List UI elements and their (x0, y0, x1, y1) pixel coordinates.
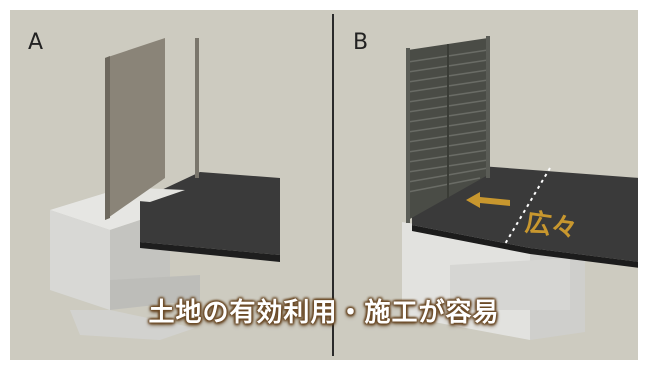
diagram-scene: 広々 (50, 36, 638, 340)
panel-a-ground-surface (140, 172, 280, 255)
panel-a-footing-side (110, 275, 200, 310)
panel-a-label: A (28, 30, 44, 55)
diagram-frame: 広々 A B 土地の有効利用・施工が容易 (10, 10, 638, 360)
panel-b-widen-arrow (466, 192, 510, 208)
panel-a-fence-edge (105, 56, 110, 220)
panel-b-dotted-line (504, 167, 551, 245)
panel-a-fence-panel (105, 38, 165, 220)
caption-text: 土地の有効利用・施工が容易 (148, 298, 500, 328)
panel-b-label: B (353, 30, 369, 55)
panel-a-illustration (50, 38, 280, 340)
panel-divider (332, 14, 334, 356)
panel-b-ground-edge (412, 225, 638, 268)
panel-b-wall-inner (450, 258, 570, 310)
panel-b-louver-fence (406, 36, 490, 223)
panel-a-footing (70, 310, 195, 340)
panel-a-wall-front (50, 210, 110, 310)
panel-b-illustration (402, 36, 638, 340)
panel-b-widen-label: 広々 (523, 207, 579, 245)
panel-b-ground-surface (412, 166, 638, 262)
panel-a-ground-edge (140, 242, 280, 262)
panel-a-post (195, 38, 199, 178)
